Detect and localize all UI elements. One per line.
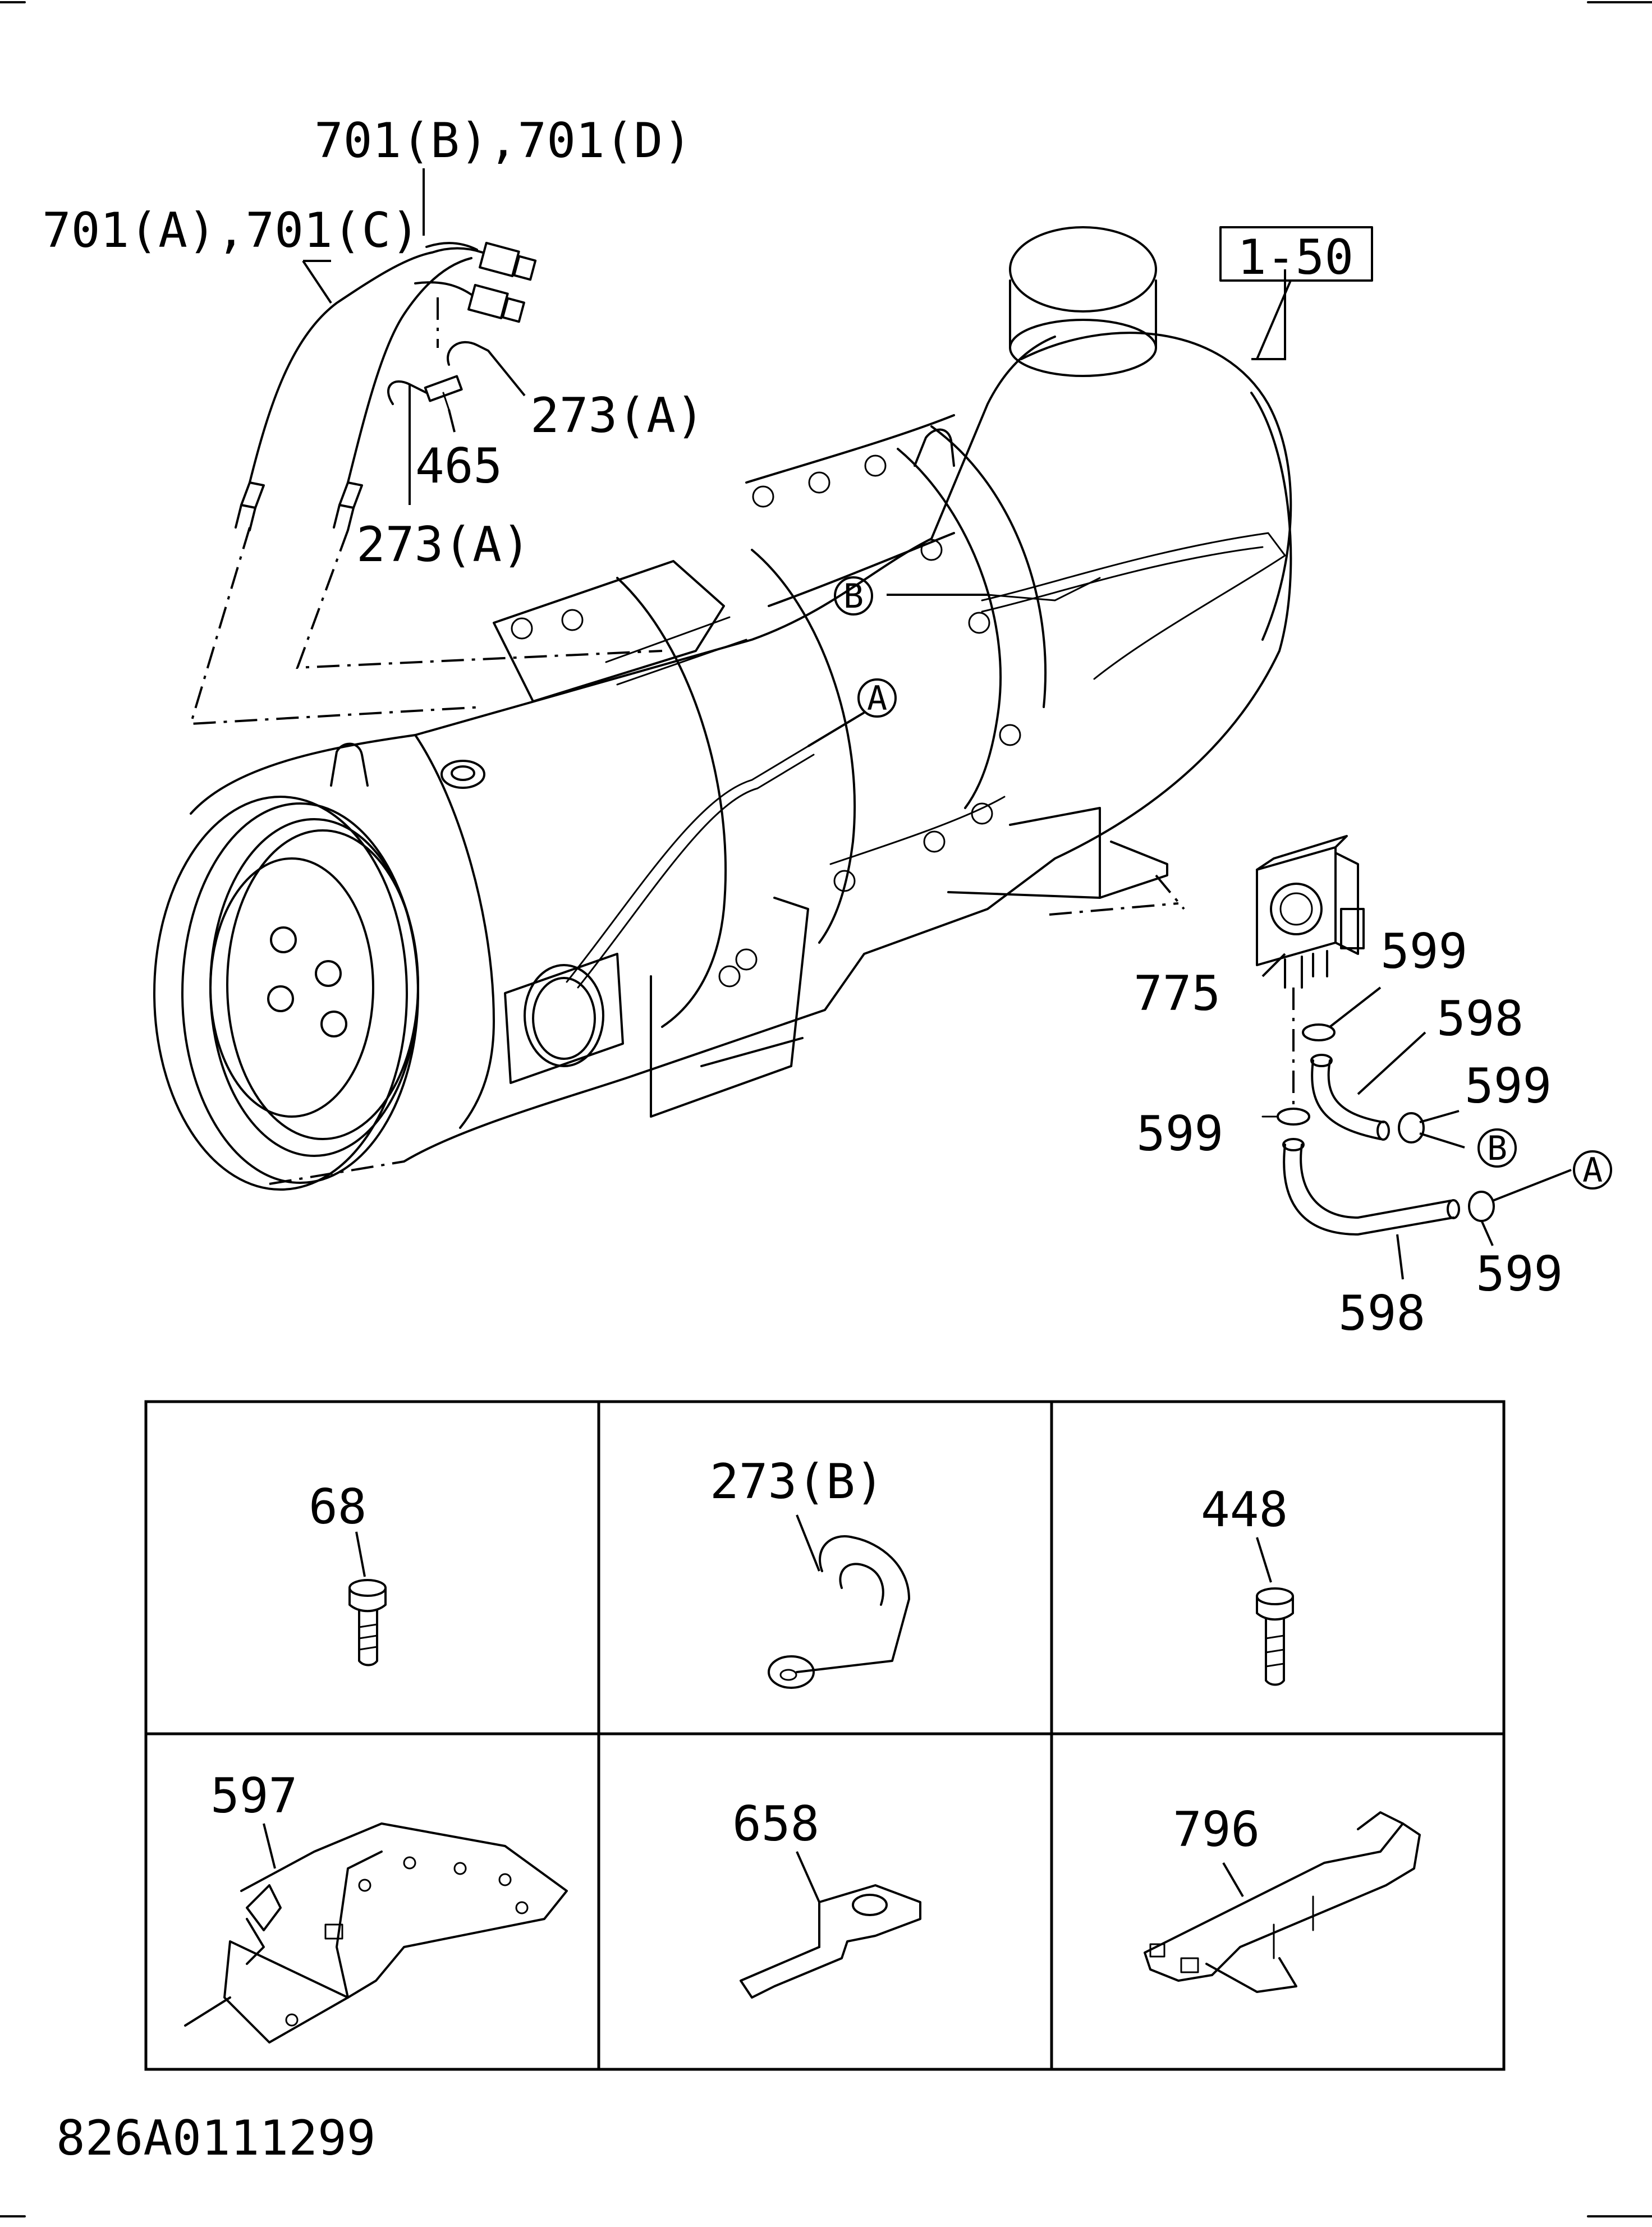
harness-illustration [189,241,663,726]
callout-harness-bd: 701(B),701(D) [314,113,692,169]
marker-a-hose-label: A [1582,1151,1603,1190]
marker-b-hose-circle [1477,1128,1517,1168]
table-label-68: 68 [309,1479,367,1535]
callout-hose-598-top: 598 [1437,991,1523,1047]
marker-b-label: B [843,577,864,616]
drawing-number: 826A0111299 [56,2110,376,2166]
marker-a-circle [857,678,897,718]
table-label-273b: 273(B) [710,1454,884,1510]
table-label-658: 658 [732,1796,819,1852]
reference-box [1219,226,1373,282]
callout-band-465: 465 [415,438,502,494]
callout-clip-273a-upper: 273(A) [530,388,705,444]
clip-icon [768,1514,910,1689]
leader-lines [302,168,1572,1280]
sensor-bracket-icon [1144,1811,1421,1993]
table-label-796: 796 [1173,1802,1260,1858]
callout-sensor-775: 775 [1134,966,1220,1022]
callout-clamp-599-bottom: 599 [1476,1246,1563,1302]
marker-b-hose-label: B [1487,1129,1507,1168]
callout-clamp-599-top: 599 [1380,924,1467,980]
callout-clip-273a-lower: 273(A) [356,517,531,573]
callout-hose-598-bottom: 598 [1338,1285,1425,1342]
bracket-icon [184,1822,568,2044]
marker-a-hose-circle [1573,1150,1612,1190]
reference-box-label: 1-50 [1237,229,1353,286]
callout-clamp-599-left: 599 [1136,1106,1223,1162]
callout-clamp-599-right: 599 [1465,1058,1552,1114]
bolt-icon [1256,1537,1294,1686]
marker-b-circle [834,576,873,616]
parts-table [144,1400,1506,2071]
table-label-448: 448 [1201,1482,1288,1538]
bolt-icon [348,1531,387,1666]
marker-a-label: A [867,679,887,718]
bracket-icon [740,1851,921,1999]
muffler-assembly-illustration [153,226,1292,1191]
table-label-597: 597 [210,1768,297,1824]
callout-harness-ac: 701(A),701(C) [42,203,420,259]
